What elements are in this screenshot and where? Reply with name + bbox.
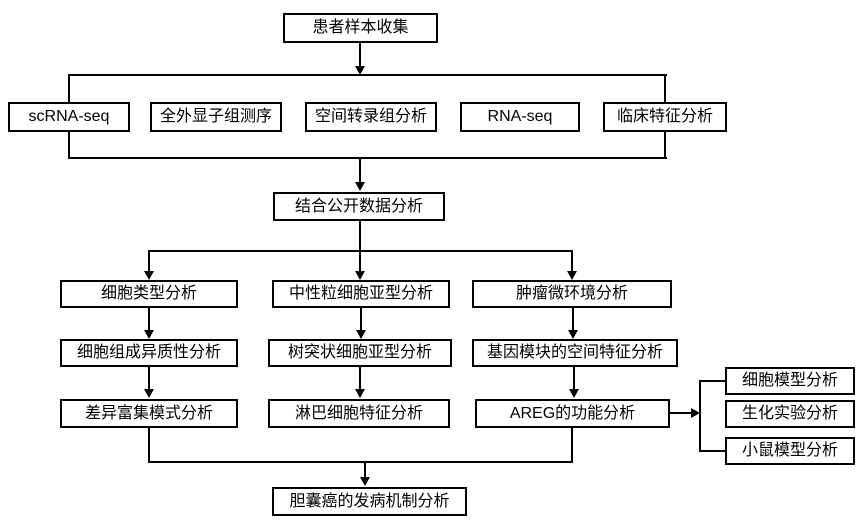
arrow-right-icon (691, 408, 700, 418)
connector-line (360, 308, 362, 331)
connector-line (148, 461, 573, 463)
node-gallbladder-cancer-pathogenesis-analysis: 胆囊癌的发病机制分析 (272, 487, 467, 516)
connector-line (359, 157, 361, 183)
node-clinical-feature-analysis: 临床特征分析 (603, 102, 727, 132)
arrow-down-icon (355, 182, 365, 191)
connector-line (359, 250, 361, 272)
connector-line (670, 412, 692, 414)
arrow-down-icon (355, 389, 365, 398)
connector-line (573, 367, 575, 390)
connector-line (364, 461, 366, 478)
connector-line (359, 221, 361, 252)
node-tumor-microenvironment-analysis: 肿瘤微环境分析 (472, 280, 672, 308)
connector-line (68, 157, 667, 159)
arrow-down-icon (567, 271, 577, 280)
node-mouse-model-analysis: 小鼠模型分析 (725, 437, 855, 465)
node-lymphocyte-feature-analysis: 淋巴细胞特征分析 (268, 399, 450, 428)
node-differential-enrichment-pattern-analysis: 差异富集模式分析 (60, 399, 238, 428)
connector-line (572, 308, 574, 331)
node-cell-type-analysis: 细胞类型分析 (60, 280, 238, 308)
connector-line (148, 367, 150, 390)
node-rna-seq: RNA-seq (460, 102, 580, 132)
connector-line (148, 428, 150, 463)
connector-line (571, 250, 573, 272)
arrow-down-icon (144, 330, 154, 339)
node-whole-exome-sequencing: 全外显子组测序 (150, 102, 282, 132)
connector-line (359, 367, 361, 390)
node-spatial-transcriptome-analysis: 空间转录组分析 (305, 102, 437, 132)
node-biochemical-experiment-analysis: 生化实验分析 (725, 400, 855, 428)
node-dendritic-cell-subtype-analysis: 树突状细胞亚型分析 (268, 339, 452, 367)
connector-line (68, 74, 70, 103)
arrow-down-icon (360, 477, 370, 486)
arrow-down-icon (144, 389, 154, 398)
arrow-down-icon (144, 271, 154, 280)
connector-line (699, 380, 725, 382)
node-cell-composition-heterogeneity-analysis: 细胞组成异质性分析 (60, 339, 238, 367)
connector-line (68, 74, 667, 76)
connector-line (664, 131, 666, 159)
connector-line (699, 450, 725, 452)
arrow-down-icon (356, 330, 366, 339)
connector-line (664, 74, 666, 103)
node-patient-sample-collection: 患者样本收集 (283, 13, 438, 43)
node-neutrophil-subtype-analysis: 中性粒细胞亚型分析 (272, 280, 450, 308)
arrow-down-icon (568, 330, 578, 339)
node-areg-function-analysis: AREG的功能分析 (475, 399, 670, 428)
node-scrna-seq: scRNA-seq (8, 102, 130, 132)
connector-line (68, 131, 70, 159)
connector-line (148, 250, 150, 272)
arrow-down-icon (355, 66, 365, 75)
node-combined-public-data-analysis: 结合公开数据分析 (273, 192, 445, 221)
arrow-down-icon (569, 389, 579, 398)
connector-line (359, 42, 361, 67)
connector-line (699, 380, 701, 452)
arrow-down-icon (355, 271, 365, 280)
connector-line (148, 308, 150, 331)
node-gene-module-spatial-feature-analysis: 基因模块的空间特征分析 (472, 339, 678, 367)
node-cell-model-analysis: 细胞模型分析 (725, 367, 855, 395)
connector-line (571, 428, 573, 463)
